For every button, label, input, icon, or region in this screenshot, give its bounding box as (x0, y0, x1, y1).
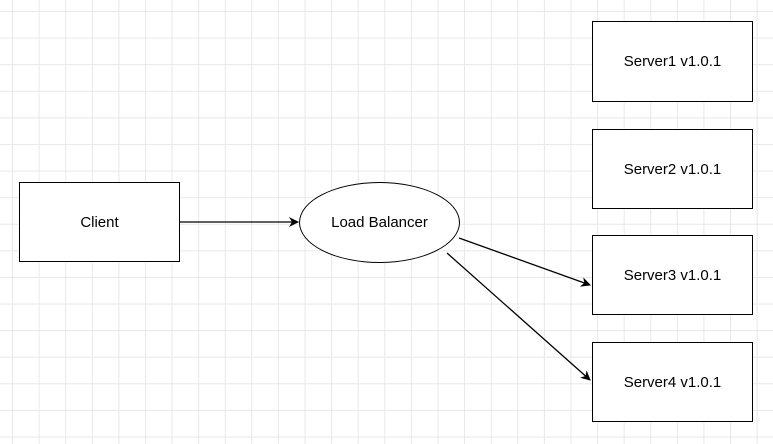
client-label: Client (80, 213, 119, 231)
edge-load-balancer-to-server4 (446, 252, 591, 381)
server3-label: Server3 v1.0.1 (623, 266, 722, 284)
server1-node[interactable]: Server1 v1.0.1 (592, 21, 753, 102)
server3-node[interactable]: Server3 v1.0.1 (592, 235, 753, 315)
load-balancer-node[interactable]: Load Balancer (299, 182, 460, 263)
server2-label: Server2 v1.0.1 (623, 160, 722, 178)
server1-label: Server1 v1.0.1 (623, 53, 722, 70)
server4-node[interactable]: Server4 v1.0.1 (592, 342, 753, 422)
server2-node[interactable]: Server2 v1.0.1 (592, 129, 753, 209)
server4-label: Server4 v1.0.1 (623, 373, 722, 391)
load-balancer-label: Load Balancer (331, 214, 428, 231)
client-node[interactable]: Client (19, 182, 180, 262)
edge-load-balancer-to-server3 (458, 237, 591, 287)
